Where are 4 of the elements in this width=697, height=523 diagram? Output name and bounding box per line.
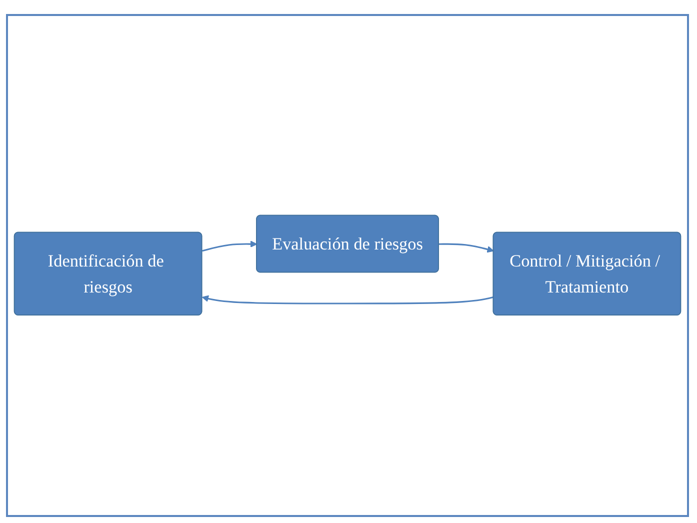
arrow <box>438 244 494 254</box>
diagram-frame: Identificación de riesgos Evaluación de riesgos Control / Mitigación / Tratamiento <box>6 14 689 517</box>
arrow <box>202 240 258 252</box>
arrow <box>202 296 494 305</box>
